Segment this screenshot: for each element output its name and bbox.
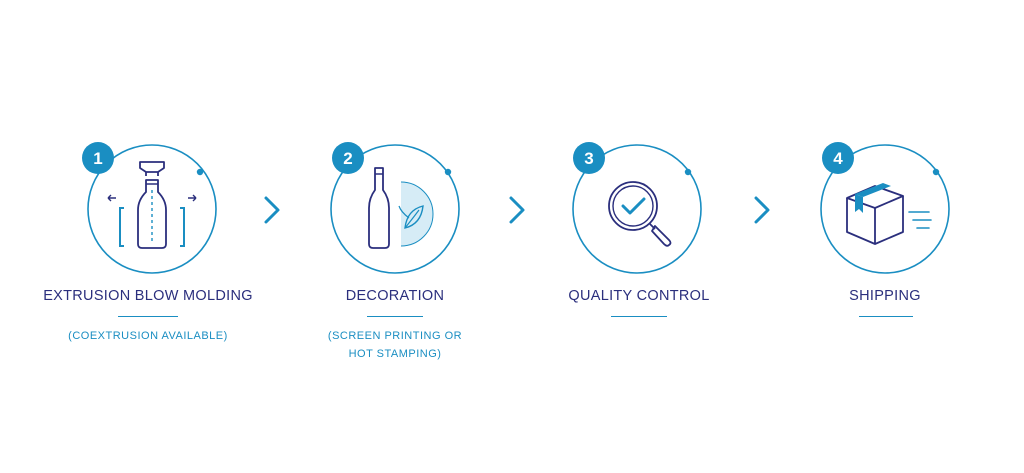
process-step-1: 1 EXTRUSION BLOW MOLDING (COEXTRUSION AV… (28, 0, 268, 473)
bottle-decoration-icon: 2 (330, 142, 460, 274)
process-step-4: 4 SHIPPING (765, 0, 1005, 473)
chevron-right-icon (752, 195, 772, 225)
title-underline (859, 316, 913, 317)
step-3-illustration: 3 (572, 140, 709, 276)
step-number: 1 (93, 149, 102, 168)
chevron-right-icon (262, 195, 282, 225)
process-step-2: 2 DECORATION (SCREEN PRINTING OR HOT STA… (275, 0, 515, 473)
step-number: 2 (343, 149, 352, 168)
step-2-illustration: 2 (330, 140, 467, 276)
step-title: QUALITY CONTROL (568, 288, 710, 304)
step-title: SHIPPING (849, 288, 921, 304)
blow-molding-icon: 1 (82, 142, 217, 274)
step-subtitle-line: (COEXTRUSION AVAILABLE) (68, 330, 228, 342)
step-subtitle: (COEXTRUSION AVAILABLE) (28, 327, 268, 345)
step-title: DECORATION (345, 288, 445, 304)
shipping-box-icon: 4 (820, 142, 950, 274)
step-title: EXTRUSION BLOW MOLDING (43, 288, 253, 304)
step-number: 3 (584, 149, 593, 168)
step-subtitle-line: HOT STAMPING) (348, 348, 442, 360)
title-underline (118, 316, 178, 317)
chevron-right-icon (507, 195, 527, 225)
step-1-illustration: 1 (82, 140, 218, 276)
step-number: 4 (833, 149, 843, 168)
title-underline (611, 316, 667, 317)
process-step-3: 3 QUALITY CONTROL (519, 0, 759, 473)
title-underline (367, 316, 423, 317)
step-subtitle-line: (SCREEN PRINTING OR (327, 330, 463, 342)
step-subtitle: (SCREEN PRINTING OR HOT STAMPING) (275, 327, 515, 363)
step-4-illustration: 4 (819, 140, 955, 276)
magnifier-check-icon: 3 (572, 142, 702, 274)
